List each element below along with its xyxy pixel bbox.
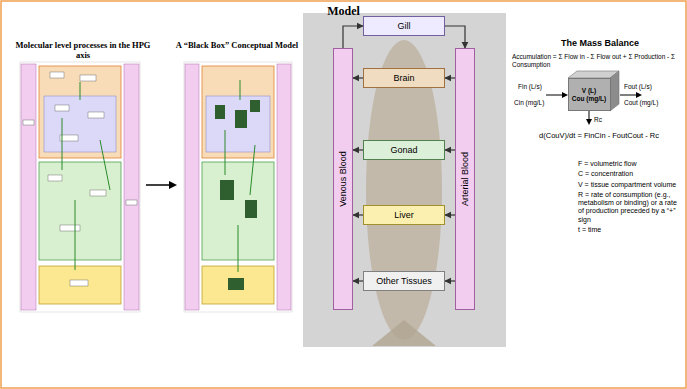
node-text: Brain xyxy=(393,73,414,83)
flow-connector xyxy=(353,77,363,78)
node-text: Arterial Blood xyxy=(460,152,470,206)
flow-connector xyxy=(353,214,363,215)
flow-label: Cout (mg/L) xyxy=(624,99,684,107)
panel-heading: The Mass Balance xyxy=(530,38,670,49)
flow-connector xyxy=(445,214,455,215)
compartment-cube xyxy=(568,71,619,111)
organ-box: Gill xyxy=(363,16,445,36)
flow-label: Fin (L/s) xyxy=(518,83,564,91)
thumb-detail xyxy=(228,278,244,290)
organ-box: Liver xyxy=(363,205,445,225)
thumb-detail xyxy=(250,100,260,112)
flow-connector xyxy=(445,149,455,150)
blood-band: Venous Blood xyxy=(333,48,353,310)
organ-box: Other Tissues xyxy=(363,271,445,291)
node-text: Gill xyxy=(398,21,411,31)
thumb-detail xyxy=(50,72,64,78)
node-text: Other Tissues xyxy=(376,276,432,286)
flow-connector xyxy=(353,280,363,281)
flow-connector xyxy=(343,26,363,48)
node-text: V (L) xyxy=(582,87,596,94)
flow-connector xyxy=(445,280,455,281)
title: Model xyxy=(0,4,687,19)
definition: V = tissue compartment volume xyxy=(578,181,684,189)
thumb-pituitary xyxy=(44,96,116,152)
thumb-pituitary xyxy=(206,96,270,152)
thumb-detail xyxy=(55,105,69,111)
thumb-detail xyxy=(88,112,104,118)
node-text: Cou (mg/L) xyxy=(572,95,606,102)
thumb-arrow xyxy=(225,80,255,272)
panel-heading: A “Black Box” Conceptual Model xyxy=(172,40,302,50)
thumb-detail xyxy=(235,110,247,128)
outflow-head xyxy=(636,92,642,98)
equation: d(CouV)/dt = FinCin - FoutCout - Rc xyxy=(514,132,684,141)
hpg-thumbnail xyxy=(20,62,140,312)
fish-tail xyxy=(372,320,436,346)
thumb-details xyxy=(23,72,137,286)
thumb-arterial xyxy=(124,64,139,310)
thumb-arrow xyxy=(62,82,110,270)
thumb-detail xyxy=(80,75,96,81)
outflow-arrow xyxy=(620,95,637,96)
flow-label: Rc xyxy=(594,116,614,124)
inflow-arrow xyxy=(546,95,563,96)
thumb-arterial xyxy=(277,64,291,310)
definition: R = rate of consumption (e.g., metabolis… xyxy=(578,191,684,224)
thumb-arrows xyxy=(225,80,255,272)
node-text: Venous Blood xyxy=(338,151,348,207)
thumb-liver xyxy=(39,266,121,304)
blood-band: Arterial Blood xyxy=(455,48,475,310)
thumb-detail xyxy=(60,135,78,141)
equation: Accumulation = Σ Flow in - Σ Flow out + … xyxy=(512,53,684,68)
arrow-shaft xyxy=(146,184,170,186)
thumb-detail xyxy=(245,200,257,218)
thumb-gonad xyxy=(39,162,121,260)
flow-connector xyxy=(445,26,465,48)
consumption-head xyxy=(586,119,592,125)
thumb-venous xyxy=(185,64,199,310)
thumb-brain xyxy=(39,66,121,158)
definition: F = volumetric flow xyxy=(578,160,684,168)
node-text: Gonad xyxy=(390,145,417,155)
organ-box: Gonad xyxy=(363,140,445,160)
thumb-detail xyxy=(70,280,88,286)
thumb-detail xyxy=(215,105,225,119)
organ-box: Brain xyxy=(363,68,445,88)
thumb-ground xyxy=(20,62,140,312)
flow-connector xyxy=(353,149,363,150)
flow-label: Cin (mg/L) xyxy=(514,99,564,107)
thumb-venous xyxy=(21,64,36,310)
definition: t = time xyxy=(578,226,684,234)
transform-arrow xyxy=(146,181,177,189)
thumb-detail xyxy=(48,175,62,181)
consumption-arrow xyxy=(589,111,590,120)
flow-connector xyxy=(445,77,455,78)
thumb-ground xyxy=(184,62,292,312)
thumb-brain xyxy=(202,66,274,158)
black-box-thumbnail xyxy=(184,62,292,312)
cube-side xyxy=(610,71,619,111)
flow-label: Fout (L/s) xyxy=(624,83,680,91)
panel-heading: Molecular level processes in the HPG axi… xyxy=(12,40,154,60)
compartment-box: V (L)Cou (mg/L) xyxy=(568,78,611,111)
thumb-detail xyxy=(23,120,34,125)
arrow-head xyxy=(169,181,177,189)
fish-photo xyxy=(303,13,506,347)
thumb-detail xyxy=(126,200,137,205)
thumb-detail xyxy=(220,180,234,200)
thumb-detail xyxy=(60,225,80,231)
photo-ground xyxy=(303,13,506,347)
thumb-arrows xyxy=(62,82,110,270)
thumb-detail xyxy=(90,190,106,196)
node-text: Liver xyxy=(394,210,414,220)
definition: C = concentration xyxy=(578,170,684,178)
